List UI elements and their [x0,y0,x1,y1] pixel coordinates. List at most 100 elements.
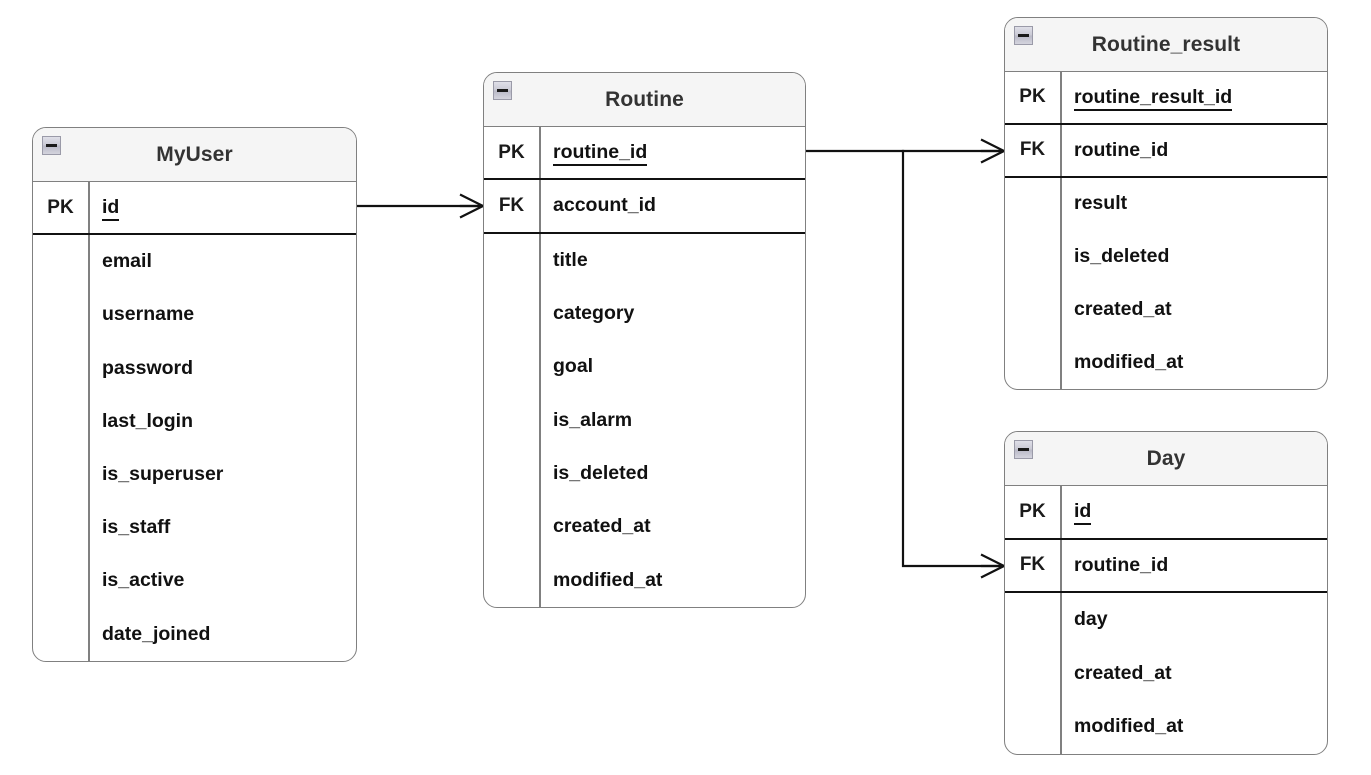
entity-row[interactable]: PK id [1005,486,1327,540]
field-name: category [539,302,805,325]
key-badge-pk: PK [47,196,74,218]
entity-row[interactable]: modified_at [484,553,805,606]
field-label: email [102,250,152,273]
collapse-minus-icon[interactable] [1014,26,1033,45]
entity-row[interactable]: created_at [1005,647,1327,701]
entity-row[interactable]: PK id [33,182,356,236]
field-label: created_at [1074,661,1172,684]
entity-row[interactable]: goal [484,340,805,393]
field-name: is_deleted [539,462,805,485]
key-column-divider [539,127,541,607]
entity-title: Routine [605,87,684,111]
crows-foot-routine-to-routine-result [980,138,1006,164]
field-name: modified_at [1060,715,1327,738]
field-name: is_deleted [1060,245,1327,268]
key-badge-pk: PK [498,141,525,163]
field-name: routine_id [1060,139,1327,162]
entity-row[interactable]: result [1005,178,1327,231]
field-name: created_at [539,515,805,538]
field-label: routine_id [1074,138,1169,161]
field-name: created_at [1060,662,1327,685]
key-column-divider [1060,72,1062,389]
field-label: username [102,303,195,326]
entity-row[interactable]: date_joined [33,608,356,661]
field-name: routine_id [1060,554,1327,577]
field-label: is_alarm [553,408,633,431]
field-name: routine_id [539,141,805,167]
field-label: category [553,302,635,325]
key-badge-fk: FK [1019,139,1046,161]
field-name: routine_result_id [1060,85,1327,111]
field-label: is_staff [102,516,171,539]
entity-row[interactable]: is_deleted [1005,230,1327,283]
entity-row[interactable]: password [33,342,356,395]
key-badge-fk: FK [498,194,525,216]
field-name: is_staff [88,516,356,539]
entity-title: Routine_result [1091,32,1241,56]
entity-row[interactable]: is_staff [33,501,356,554]
field-name: email [88,250,356,273]
field-label: created_at [1074,298,1172,321]
entity-row[interactable]: PK routine_id [484,127,805,181]
entity-header: Routine_result [1005,18,1327,72]
field-name: modified_at [539,569,805,592]
entity-row[interactable]: day [1005,593,1327,647]
entity-row[interactable]: email [33,235,356,288]
entity-row[interactable]: FK account_id [484,180,805,234]
field-name: last_login [88,410,356,433]
entity-body: PK id email username password last_login is_su… [33,182,356,661]
field-name: is_active [88,569,356,592]
entity-row[interactable]: created_at [484,500,805,553]
field-label: is_deleted [553,461,649,484]
field-name: goal [539,355,805,378]
entity-row[interactable]: created_at [1005,283,1327,336]
field-label: is_superuser [102,463,224,486]
field-label: routine_id [1074,553,1169,576]
collapse-minus-icon[interactable] [493,81,512,100]
entity-row[interactable]: is_alarm [484,393,805,446]
entity-title: MyUser [156,142,233,166]
field-name: day [1060,608,1327,631]
key-badge-pk: PK [1019,500,1046,522]
field-label: account_id [553,194,656,217]
field-name: id [88,196,356,222]
entity-row[interactable]: modified_at [1005,336,1327,389]
entity-header: Day [1005,432,1327,486]
field-label: modified_at [1074,350,1184,373]
field-label: modified_at [1074,715,1184,738]
entity-row[interactable]: title [484,234,805,287]
field-name: username [88,303,356,326]
entity-row[interactable]: is_active [33,554,356,607]
collapse-minus-icon[interactable] [1014,440,1033,459]
entity-row[interactable]: last_login [33,395,356,448]
entity-row[interactable]: is_superuser [33,448,356,501]
entity-row[interactable]: PK routine_result_id [1005,72,1327,125]
field-label: modified_at [553,568,663,591]
entity-row[interactable]: is_deleted [484,447,805,500]
field-label: created_at [553,515,651,538]
field-name: account_id [539,194,805,217]
entity-row[interactable]: modified_at [1005,700,1327,754]
entity-row[interactable]: username [33,288,356,341]
key-badge-pk: PK [1019,86,1046,108]
field-name: is_superuser [88,463,356,486]
collapse-minus-icon[interactable] [42,136,61,155]
field-label: id [1074,500,1092,526]
entity-title: Day [1146,446,1186,470]
entity-header: Routine [484,73,805,127]
entity-header: MyUser [33,128,356,182]
key-column-divider [1060,486,1062,754]
entity-row[interactable]: FK routine_id [1005,125,1327,178]
key-column-divider [88,182,90,661]
entity-row[interactable]: category [484,287,805,340]
field-label: title [553,248,588,271]
field-label: routine_result_id [1074,85,1233,111]
